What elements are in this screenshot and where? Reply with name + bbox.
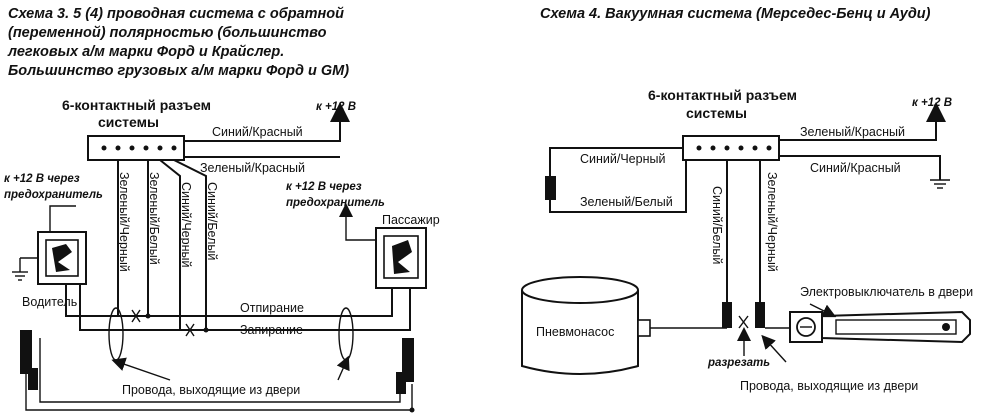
scheme3-title-3: легковых а/м марки Форд и Крайслер. (7, 44, 284, 60)
scheme4-vwire-2: Зеленый/Черный (765, 172, 779, 272)
scheme4-connector-pins (696, 145, 772, 151)
scheme4-vwire-1: Синий/Белый (710, 186, 724, 264)
door-switch-right (396, 338, 415, 413)
scheme4: Схема 4. Вакуумная система (Мерседес-Бен… (521, 6, 973, 393)
scheme3: Схема 3. 5 (4) проводная система с обрат… (4, 6, 440, 413)
plug-left (722, 302, 732, 328)
resistor (545, 176, 556, 200)
switch-label: Электровыключатель в двери (800, 285, 973, 299)
scheme3-vwire-4: Синий/Белый (205, 182, 219, 260)
scheme3-vwire-2: Зеленый/Белый (147, 172, 161, 265)
passenger-label: Пассажир (382, 213, 440, 227)
scheme3-title-1: Схема 3. 5 (4) проводная система с обрат… (8, 6, 344, 22)
scheme3-connector-title-2: системы (98, 114, 159, 130)
scheme3-left-fuse-1: к +12 В через (4, 173, 80, 185)
scheme3-wire-green-red: Зеленый/Красный (200, 161, 305, 175)
scheme4-connector-title-1: 6-контактный разъем (648, 87, 797, 103)
plug-right (755, 302, 765, 328)
scheme3-title-2: (переменной) полярностью (большинство (8, 25, 327, 41)
scheme3-right-fuse-1: к +12 В через (286, 181, 362, 193)
ground-icon (930, 179, 950, 189)
scheme3-wire-blue-red: Синий/Красный (212, 125, 303, 139)
scheme3-left-fuse-2: предохранитель (4, 189, 103, 201)
scheme4-wire-green-red: Зеленый/Красный (800, 125, 905, 139)
scheme4-title: Схема 4. Вакуумная система (Мерседес-Бен… (540, 6, 931, 22)
scheme3-title-4: Большинство грузовых а/м марки Форд и GM… (8, 63, 349, 79)
door-switch-left (20, 330, 38, 390)
unlock-label: Отпирание (240, 301, 304, 315)
scheme4-wire-green-white: Зеленый/Белый (580, 195, 673, 209)
pump-label: Пневмонасос (536, 325, 614, 339)
scheme3-vwire-3: Синий/Черный (179, 182, 193, 267)
scheme4-wire-blue-red: Синий/Красный (810, 161, 901, 175)
scheme4-wire-blue-black: Синий/Черный (580, 152, 665, 166)
scheme3-connector-pins (101, 145, 177, 151)
scheme3-right-fuse-2: предохранитель (286, 197, 385, 209)
scheme4-door-wires: Провода, выходящие из двери (740, 379, 918, 393)
scheme4-connector-title-2: системы (686, 105, 747, 121)
scheme3-vwire-1: Зеленый/Черный (117, 172, 131, 272)
vacuum-pump (521, 276, 651, 375)
door-electric-switch (789, 310, 971, 344)
passenger-actuator (375, 227, 427, 289)
driver-label: Водитель (22, 295, 77, 309)
cut-label: разрезать (707, 357, 770, 369)
scheme3-door-wires: Провода, выходящие из двери (122, 383, 300, 397)
scheme3-plus12: к +12 В (316, 101, 356, 113)
driver-actuator (12, 231, 87, 285)
scheme4-plus12: к +12 В (912, 97, 952, 109)
lock-label: Запирание (240, 323, 303, 337)
scheme3-connector-title-1: 6-контактный разъем (62, 97, 211, 113)
cut-marks-3 (131, 309, 209, 337)
cut-mark-4 (738, 315, 749, 329)
